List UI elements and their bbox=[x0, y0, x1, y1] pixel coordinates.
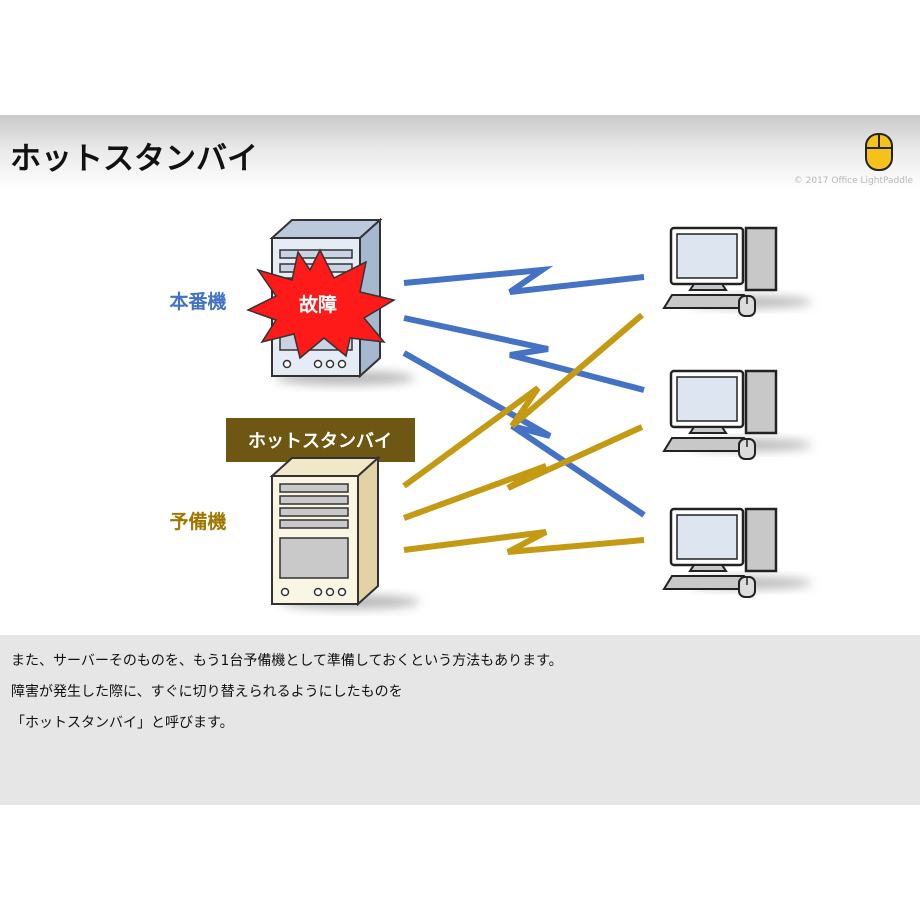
page-title: ホットスタンバイ bbox=[10, 141, 258, 177]
backup-connection-2 bbox=[402, 424, 644, 521]
primary-connection-2 bbox=[403, 315, 645, 393]
copyright-text: © 2017 Office LightPaddle bbox=[793, 176, 913, 186]
client-pc-icon bbox=[662, 226, 812, 317]
diagram: 本番機 予備機 故障 bbox=[0, 190, 920, 635]
primary-server-label: 本番機 bbox=[169, 290, 226, 313]
backup-connection-1 bbox=[402, 312, 644, 489]
backup-connection-3 bbox=[403, 529, 645, 555]
mouse-icon bbox=[865, 133, 893, 171]
description-line-1: また、サーバーそのものを、もう1台予備機として準備しておくという方法もあります。 bbox=[11, 653, 563, 669]
client-pc-icon bbox=[662, 369, 812, 460]
network-diagram: 本番機 予備機 故障 bbox=[169, 217, 812, 609]
primary-connection-3 bbox=[402, 350, 646, 518]
primary-connection-1 bbox=[403, 265, 645, 295]
standby-banner: ホットスタンバイ bbox=[226, 418, 415, 462]
failure-burst-icon: 故障 bbox=[246, 248, 396, 360]
header-bar: ホットスタンバイ © 2017 Office LightPaddle bbox=[0, 115, 920, 190]
backup-server-icon bbox=[269, 455, 420, 609]
client-pc-icon bbox=[662, 507, 812, 598]
backup-server-label: 予備機 bbox=[169, 510, 226, 533]
description-line-3: 「ホットスタンバイ」と呼びます。 bbox=[11, 715, 234, 731]
standby-banner-label: ホットスタンバイ bbox=[248, 431, 392, 452]
backup-connections bbox=[402, 312, 645, 555]
failure-label: 故障 bbox=[299, 293, 337, 316]
description-panel: また、サーバーそのものを、もう1台予備機として準備しておくという方法もあります。… bbox=[0, 635, 920, 805]
description-line-2: 障害が発生した際に、すぐに切り替えられるようにしたものを bbox=[11, 684, 403, 700]
